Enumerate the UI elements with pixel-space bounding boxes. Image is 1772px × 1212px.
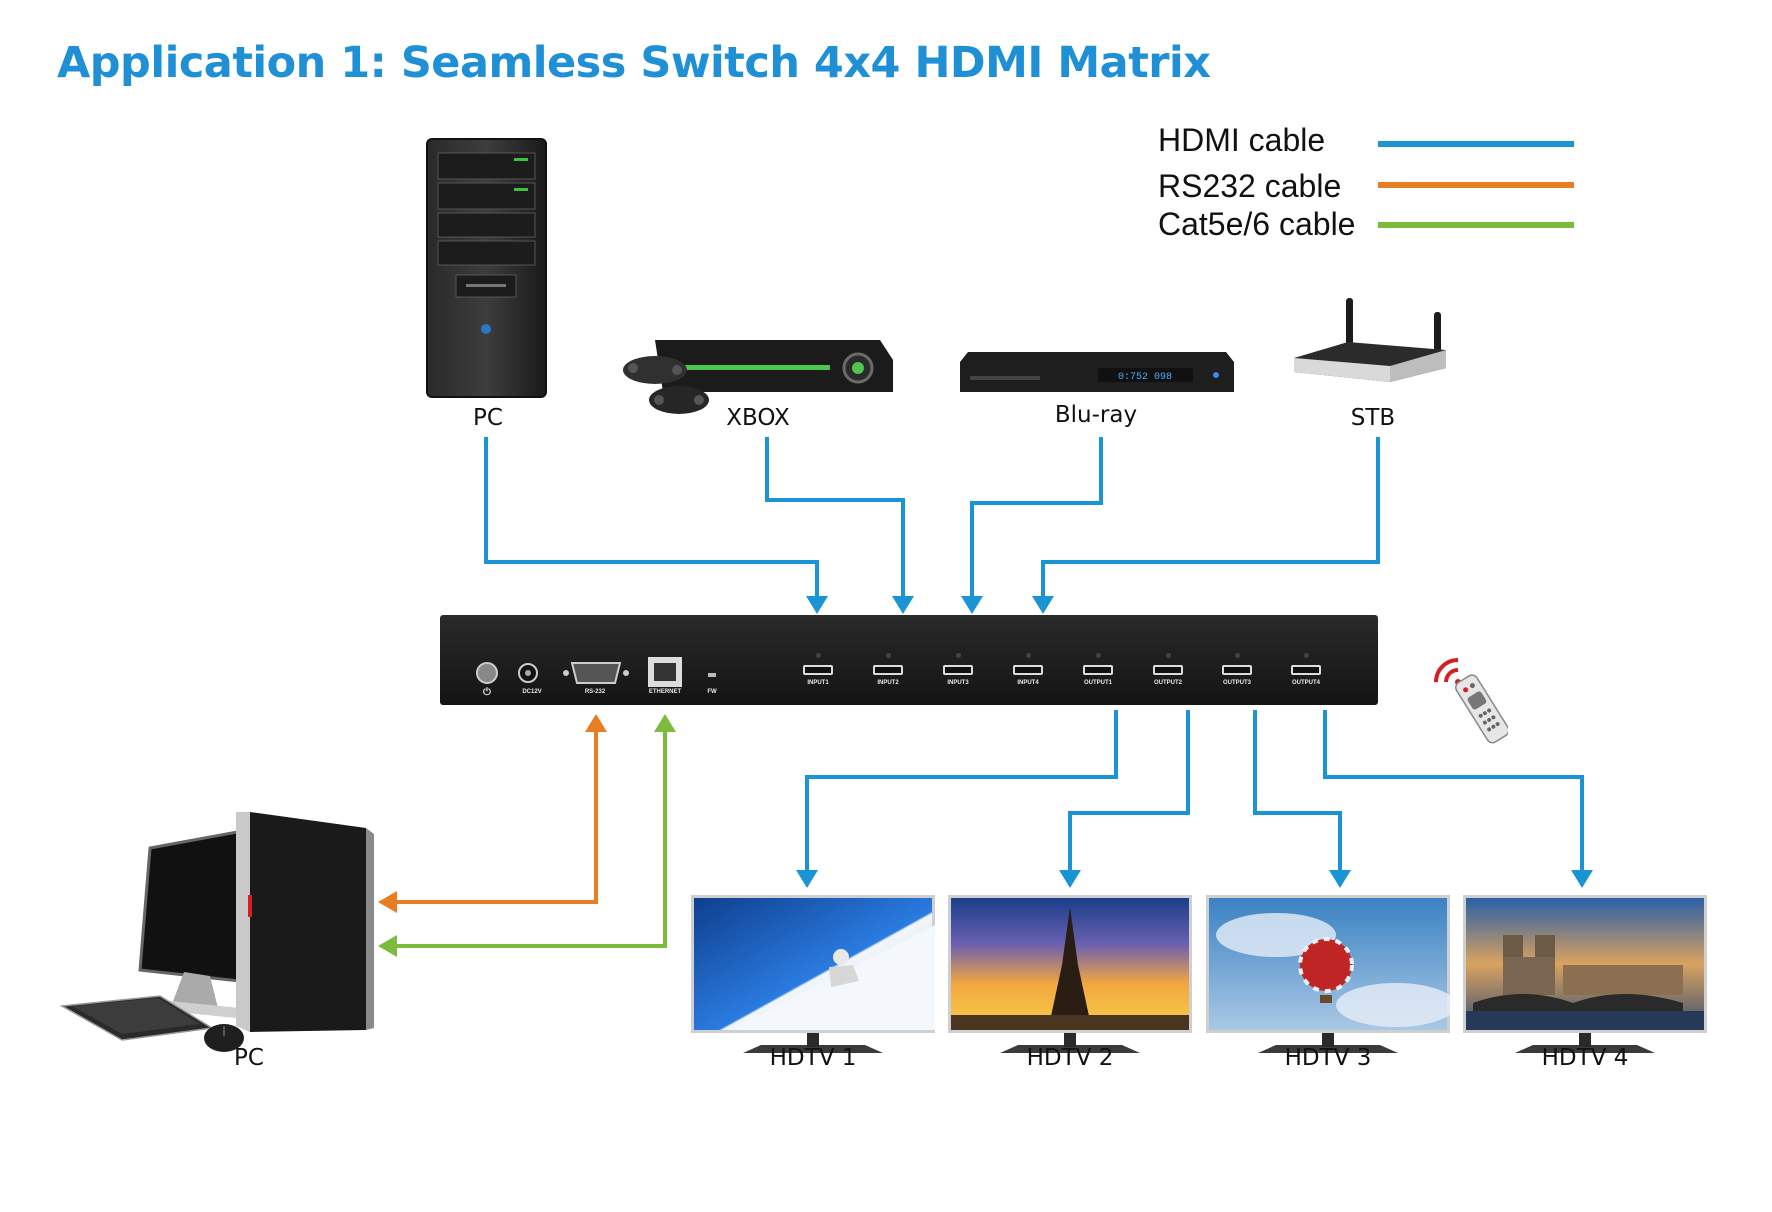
output-port-2: OUTPUT2 [1153, 653, 1183, 687]
input-port-1-label: INPUT1 [807, 680, 829, 686]
bluray-display: 0:752 098 [1118, 372, 1172, 383]
hdtv-2 [948, 895, 1192, 1057]
hdtv-2-icon [948, 895, 1192, 1053]
hdtv-1-icon [691, 895, 935, 1053]
control-pc-icon [60, 812, 374, 1052]
dc-port-label: DC12V [522, 689, 542, 695]
hdmi-matrix-switch: ⏻ DC12V RS-232 ETHERNET FW INPUT1 INPUT2… [440, 615, 1378, 705]
legend-hdmi-label: HDMI cable [1158, 122, 1326, 158]
arrow-rs232-up [585, 714, 607, 732]
hdmi-cable-out4 [1323, 710, 1584, 870]
arrow-hdtv4 [1571, 870, 1593, 888]
rs232-cable [395, 730, 598, 904]
legend-cat-line [1378, 222, 1574, 228]
ethernet-port-label: ETHERNET [648, 689, 682, 695]
hdtv-4 [1463, 895, 1707, 1057]
source-label-stb: STB [1350, 405, 1396, 431]
output-port-4: OUTPUT4 [1291, 653, 1321, 687]
hdtv-1-label: HDTV 1 [769, 1045, 857, 1071]
arrow-rs232-pc [378, 891, 397, 913]
power-port-label: ⏻ [483, 687, 491, 698]
legend-cat-label: Cat5e/6 cable [1158, 206, 1356, 242]
arrow-cat-pc [378, 935, 397, 957]
hdmi-cable-out1 [805, 710, 1118, 870]
bluray-player-icon: 0:752 098 [960, 352, 1234, 392]
hdtv-1 [691, 895, 935, 1057]
hdtv-3-icon [1206, 895, 1456, 1053]
output-port-2-label: OUTPUT2 [1153, 680, 1183, 686]
hdtv-2-label: HDTV 2 [1026, 1045, 1114, 1071]
rs232-port-label: RS-232 [584, 689, 606, 695]
hdmi-cable-xbox [765, 437, 905, 596]
hdmi-cable-out2 [1068, 710, 1190, 870]
hdmi-cable-pc [484, 437, 819, 596]
output-port-4-label: OUTPUT4 [1291, 680, 1321, 686]
hdtv-3 [1206, 895, 1456, 1057]
arrow-in2 [892, 596, 914, 614]
hdtv-4-icon [1463, 895, 1707, 1053]
output-port-3-label: OUTPUT3 [1222, 680, 1252, 686]
input-port-3: INPUT3 [943, 653, 973, 687]
hdmi-cable-stb [1041, 437, 1380, 596]
arrow-hdtv2 [1059, 870, 1081, 888]
arrow-hdtv1 [796, 870, 818, 888]
arrow-hdtv3 [1329, 870, 1351, 888]
source-label-bluray: Blu-ray [1054, 402, 1138, 428]
source-label-pc: PC [473, 405, 503, 431]
xbox-icon [623, 340, 893, 414]
ir-remote-icon [1434, 658, 1508, 744]
stb-router-icon [1294, 298, 1446, 382]
pc-tower-icon [426, 138, 547, 398]
hdtv-4-label: HDTV 4 [1541, 1045, 1629, 1071]
output-port-1-label: OUTPUT1 [1083, 680, 1113, 686]
input-port-1: INPUT1 [803, 653, 833, 687]
input-port-3-label: INPUT3 [947, 680, 969, 686]
legend-rs232-line [1378, 182, 1574, 188]
arrow-cat-up [654, 714, 676, 732]
hdmi-cable-bluray [970, 437, 1103, 596]
page-title: Application 1: Seamless Switch 4x4 HDMI … [57, 38, 1211, 88]
input-port-4-label: INPUT4 [1017, 680, 1039, 686]
arrow-in4 [1032, 596, 1054, 614]
source-label-xbox: XBOX [726, 405, 790, 431]
output-port-1: OUTPUT1 [1083, 653, 1113, 687]
input-port-4: INPUT4 [1013, 653, 1043, 687]
control-pc-label: PC [234, 1045, 264, 1071]
arrow-in1 [806, 596, 828, 614]
fw-port-label: FW [707, 689, 717, 695]
hdmi-cable-out3 [1253, 710, 1342, 870]
output-port-3: OUTPUT3 [1222, 653, 1252, 687]
arrow-in3 [961, 596, 983, 614]
input-port-2-label: INPUT2 [877, 680, 899, 686]
legend-rs232-label: RS232 cable [1158, 168, 1342, 204]
hdtv-3-label: HDTV 3 [1284, 1045, 1372, 1071]
legend-hdmi-line [1378, 141, 1574, 147]
input-port-2: INPUT2 [873, 653, 903, 687]
cat-cable [395, 730, 667, 948]
